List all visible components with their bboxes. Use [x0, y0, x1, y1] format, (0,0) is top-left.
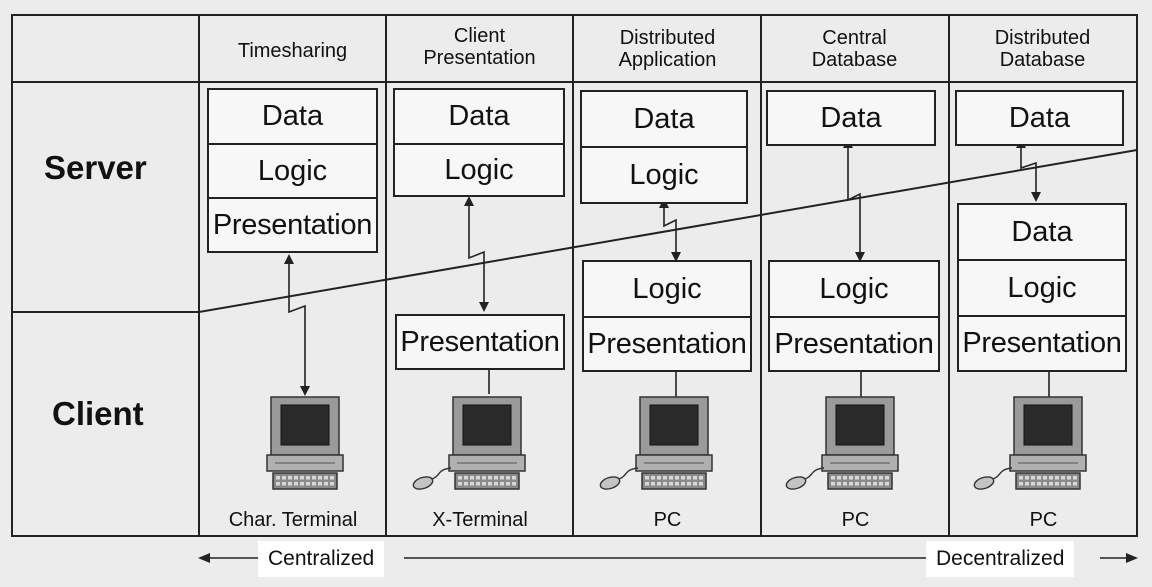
network-link	[847, 146, 861, 256]
device-label: Char. Terminal	[228, 509, 358, 531]
arrowhead	[671, 252, 681, 262]
logic-box: Logic	[393, 143, 565, 197]
device-label: X-Terminal	[432, 509, 528, 531]
data-box: Data	[207, 88, 378, 145]
scale-arrow-left-head	[198, 553, 210, 563]
arrowhead	[284, 254, 294, 264]
pc-icon	[973, 396, 1087, 490]
arrowhead	[300, 386, 310, 396]
data-box: Data	[957, 203, 1127, 261]
data-box: Data	[955, 90, 1124, 146]
row-label-server: Server	[44, 149, 147, 186]
logic-box: Logic	[580, 146, 748, 204]
char-terminal-icon	[266, 396, 344, 490]
x-terminal-icon	[412, 396, 526, 490]
presentation-box: Presentation	[395, 314, 565, 370]
scale-label-centralized: Centralized	[258, 541, 385, 577]
network-link	[663, 206, 677, 256]
arrowhead	[464, 196, 474, 206]
network-link	[468, 204, 485, 306]
arrowhead	[479, 302, 489, 312]
data-box: Data	[580, 90, 748, 148]
network-link	[1020, 146, 1037, 196]
logic-box: Logic	[207, 143, 378, 199]
presentation-box: Presentation	[207, 197, 378, 253]
pc-icon	[599, 396, 713, 490]
logic-box: Logic	[768, 260, 940, 318]
presentation-box: Presentation	[768, 316, 940, 372]
device-label: PC	[841, 509, 870, 531]
device-icons	[266, 396, 1087, 490]
network-links	[288, 146, 1050, 397]
data-box: Data	[766, 90, 936, 146]
presentation-box: Presentation	[957, 315, 1127, 372]
arrowhead	[855, 252, 865, 262]
device-label: PC	[1029, 509, 1058, 531]
device-label: PC	[653, 509, 682, 531]
pc-icon	[785, 396, 899, 490]
tier-boundary-line	[198, 149, 1138, 313]
table-frame	[11, 14, 1138, 537]
network-link	[288, 262, 306, 390]
row-label-client: Client	[52, 395, 144, 432]
logic-box: Logic	[957, 259, 1127, 317]
arrowhead	[1031, 192, 1041, 202]
data-box: Data	[393, 88, 565, 145]
scale-arrow-right-head	[1126, 553, 1138, 563]
scale-label-decentralized: Decentralized	[926, 541, 1075, 577]
presentation-box: Presentation	[582, 316, 752, 372]
logic-box: Logic	[582, 260, 752, 318]
column-heading-timesharing: Timesharing	[237, 40, 348, 62]
